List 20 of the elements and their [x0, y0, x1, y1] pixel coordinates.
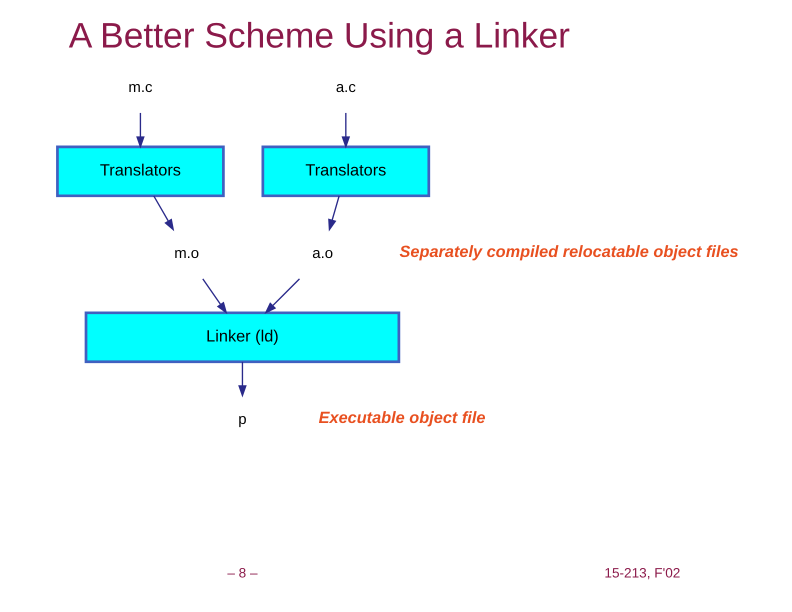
node-text: a.c [335, 79, 356, 96]
label: – 8 – [226, 565, 258, 580]
node-box: Translators [261, 145, 430, 198]
label: 15-213, F'02 [604, 565, 680, 580]
diagram-title: A Better Scheme Using a Linker [68, 16, 570, 56]
arrow [136, 112, 144, 149]
node-text: m.o [174, 245, 199, 262]
arrow [238, 362, 246, 398]
node-box: Translators [56, 145, 224, 198]
node-box: Linker (ld) [84, 311, 400, 364]
arrow [328, 196, 340, 232]
arrow [202, 278, 227, 314]
arrow [341, 112, 350, 149]
node-text: a.o [312, 245, 333, 262]
arrow [264, 278, 300, 314]
arrow [152, 196, 174, 232]
label: Separately compiled relocatable object files [399, 243, 738, 262]
node-text: m.c [128, 79, 152, 96]
node-text: p [238, 411, 246, 428]
label: Executable object file [318, 409, 485, 428]
